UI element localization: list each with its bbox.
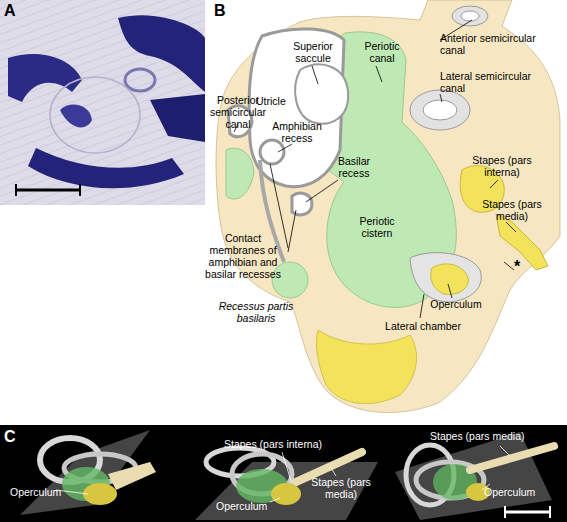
part-label: Periotic cistern [346,215,408,239]
lateral-canal [423,100,457,120]
part-label: Stapes (pars media) [306,476,376,500]
histology-background [0,0,205,205]
leader-lines [56,446,510,502]
part-label: Operculum [10,486,74,498]
part-label: Contact membranes of amphibian and basil… [196,232,290,280]
leader-line [306,180,338,202]
scale-bar [504,506,506,518]
part-label: Stapes (pars media) [430,430,550,442]
canal-section [125,69,155,91]
panel-letter: A [4,2,24,20]
part-label: Lateral semicircular canal [440,70,540,94]
part-label: Basilar recess [326,155,382,179]
leader-line [270,164,288,248]
periotic-space [226,148,254,199]
leader-line [506,222,516,232]
stained-tissue [60,105,92,128]
anterior-canal [461,11,479,21]
render-background [0,425,567,522]
part-label: Stapes (pars media) [472,198,552,222]
leader-line [312,66,318,84]
scale-bar [549,506,551,518]
stapes-pars-media [496,214,548,270]
part-label: Operculum [216,500,280,512]
scale-bar [79,184,81,196]
part-label: Anterior semicircular canal [440,32,540,56]
part-label: Operculum [484,486,548,498]
stained-tissue [118,15,205,92]
operculum-render [271,483,301,505]
scale-bar [505,511,550,514]
basilar-recess [292,193,312,215]
panel-letter: B [214,2,234,20]
leader-line [448,284,452,298]
leader-line [270,498,280,502]
part-label: Stapes (pars interna) [224,438,344,450]
part-label: Operculum [424,298,488,310]
part-label: Recessus partis basilaris [214,300,298,324]
lateral-chamber [410,253,481,302]
otic-capsule [216,0,560,413]
leader-line [330,466,336,476]
cartilage [316,330,416,404]
asterisk-mark: * [514,258,528,276]
anterior-canal [452,6,488,26]
section-plane [195,462,378,520]
stained-tissue [150,94,205,142]
section-plane [395,432,552,520]
leader-line [278,144,292,152]
leader-line [500,446,510,456]
stapes-render [470,446,554,470]
part-label: Amphibian recess [264,120,330,144]
leader-line [440,94,442,102]
leader-line [288,210,296,252]
part-label: Superior saccule [282,40,344,64]
part-label: Utricle [256,95,300,107]
leader-line [376,66,382,82]
operculum-render [83,483,117,505]
stapes-render [108,462,156,490]
scale-bar [15,184,17,196]
leader-line [282,452,292,484]
part-label: Periotic canal [352,40,412,64]
amphibian-recess [260,140,284,164]
part-label: Stapes (pars interna) [462,154,542,178]
leader-line [490,180,498,188]
stained-tissue [28,148,184,188]
stained-tissue [8,54,82,102]
membranous-sac [50,77,140,153]
part-label: Lateral chamber [368,320,478,332]
leader-line [504,262,514,270]
scale-bar [16,189,80,192]
panel-letter: C [4,428,24,446]
lateral-canal [410,90,470,130]
saccule [295,65,348,124]
leader-line [420,294,424,318]
